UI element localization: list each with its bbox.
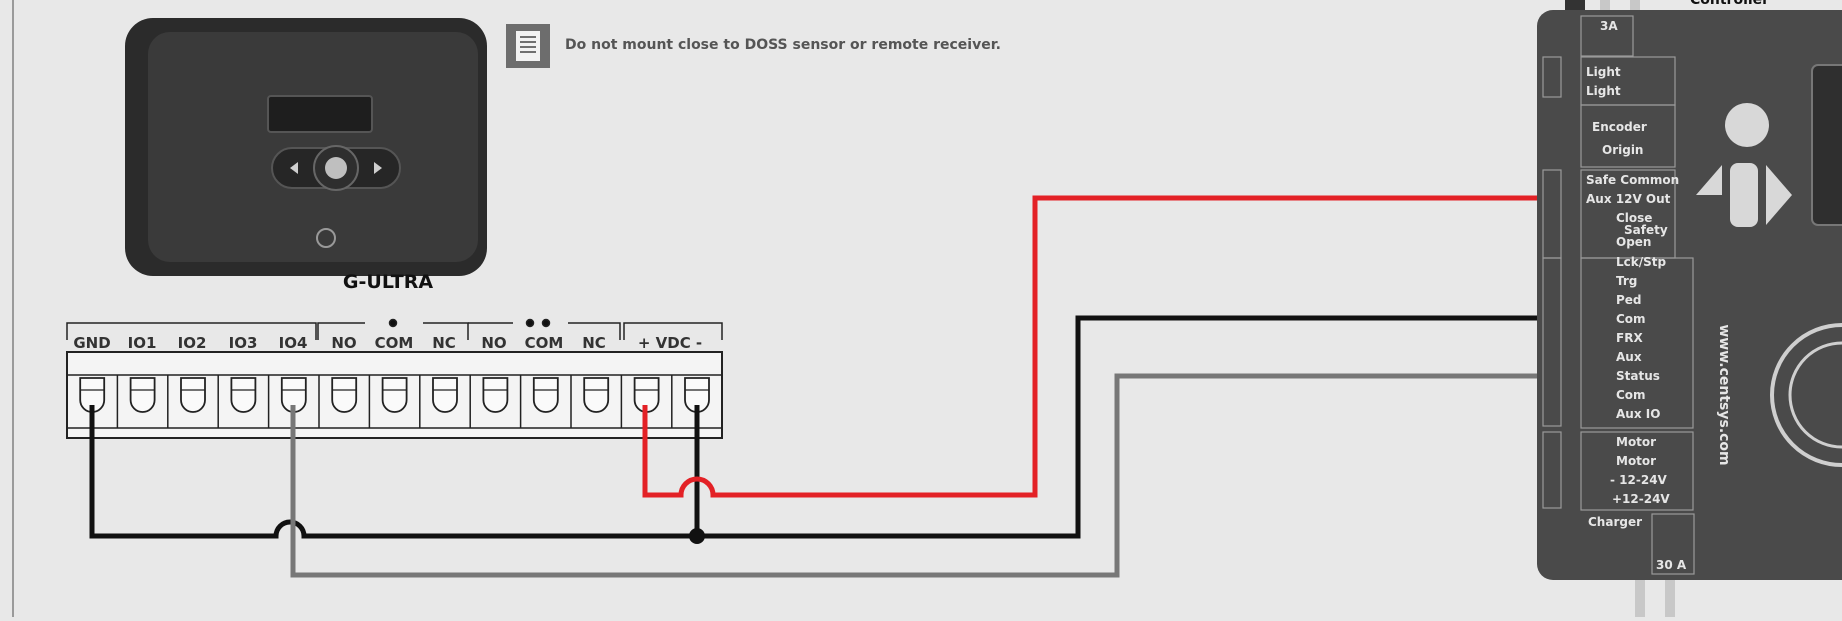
terminal-screw xyxy=(180,377,206,413)
mounting-note: Do not mount close to DOSS sensor or rem… xyxy=(565,37,1001,53)
terminal-label: COM xyxy=(375,334,414,352)
terminal-screw xyxy=(129,377,156,413)
controller-terminal-label: Close xyxy=(1616,211,1652,225)
terminal-label: NO xyxy=(331,334,356,352)
controller-terminal-label: Com xyxy=(1616,312,1646,326)
controller-terminal-label: Charger xyxy=(1588,515,1642,529)
terminal-label: IO2 xyxy=(178,334,207,352)
terminal-label: GND xyxy=(73,334,110,352)
terminal-screw xyxy=(633,377,660,413)
controller-terminal-label: +12-24V xyxy=(1612,492,1670,506)
terminal-label: COM xyxy=(525,334,564,352)
controller-terminal-label: Safe Common xyxy=(1586,173,1679,187)
controller-terminal-label: Trg xyxy=(1616,274,1637,288)
terminal-label: IO1 xyxy=(128,334,157,352)
controller-button xyxy=(1725,103,1769,147)
device-center-button xyxy=(325,157,347,179)
controller-terminal-label: Ped xyxy=(1616,293,1642,307)
controller-terminal-label: Origin xyxy=(1602,143,1643,157)
terminal-label: NC xyxy=(432,334,456,352)
controller-logo-icon xyxy=(1770,323,1842,467)
terminal-labels: GND IO1 IO2 IO3 IO4 NO COM NC NO COM NC … xyxy=(73,334,702,352)
terminal-screws xyxy=(79,375,710,428)
controller-website: www.centsys.com xyxy=(1716,324,1732,465)
controller-terminal-label: Lck/Stp xyxy=(1616,255,1667,269)
terminal-label: + VDC - xyxy=(638,334,702,352)
red-wire xyxy=(642,195,1537,498)
manual-document-icon xyxy=(506,24,550,68)
terminal-label: NO xyxy=(481,334,506,352)
terminal-label: NC xyxy=(582,334,606,352)
device-right-arrow-icon xyxy=(374,162,382,174)
controller-terminal-label: Aux 12V Out xyxy=(1586,192,1671,206)
controller-terminal-label: Open xyxy=(1616,235,1651,249)
controller-title: Controller xyxy=(1690,0,1769,8)
controller-terminal-label: Motor xyxy=(1616,454,1656,468)
controller-terminal-label: Encoder xyxy=(1592,120,1647,134)
fuse-3a-label: 3A xyxy=(1600,19,1618,33)
device-left-arrow-icon xyxy=(290,162,298,174)
grey-wire xyxy=(290,373,1537,578)
controller-terminal-label: Light xyxy=(1586,84,1621,98)
device-logo-icon xyxy=(316,228,336,248)
terminal-screw xyxy=(432,377,458,413)
terminal-screw xyxy=(381,377,408,413)
terminal-screw xyxy=(532,377,559,413)
controller-left-arrow-icon xyxy=(1696,165,1722,225)
g-ultra-device xyxy=(125,18,487,276)
controller-terminal-label: - 12-24V xyxy=(1610,473,1668,487)
terminal-screw xyxy=(230,377,257,413)
controller-terminal-label: Aux xyxy=(1616,350,1642,364)
terminal-screw xyxy=(583,377,610,413)
controller-terminal-label: Motor xyxy=(1616,435,1656,449)
controller: Controller 3A Light Light Encoder Origin… xyxy=(1537,0,1842,617)
terminal-label: IO3 xyxy=(229,334,258,352)
controller-display xyxy=(1811,64,1842,226)
controller-select-button xyxy=(1730,163,1758,227)
controller-body xyxy=(1537,10,1842,580)
controller-terminal-label: Safety xyxy=(1624,223,1668,237)
controller-terminal-label: Light xyxy=(1586,65,1621,79)
terminal-screw xyxy=(331,377,358,413)
controller-terminal-label: FRX xyxy=(1616,331,1643,345)
fuse-30a-label: 30 A xyxy=(1656,558,1687,572)
terminal-group-brackets xyxy=(66,318,723,340)
controller-terminal-label: Status xyxy=(1616,369,1660,383)
terminal-block xyxy=(66,351,723,439)
device-display xyxy=(267,95,373,133)
controller-terminal-label: Com xyxy=(1616,388,1646,402)
terminal-label: IO4 xyxy=(279,334,308,352)
device-name: G-ULTRA xyxy=(343,271,433,293)
controller-terminal-label: Aux IO xyxy=(1616,407,1660,421)
controller-right-arrow-icon xyxy=(1766,165,1792,225)
terminal-screw xyxy=(482,377,509,413)
wire-junction xyxy=(689,528,705,544)
